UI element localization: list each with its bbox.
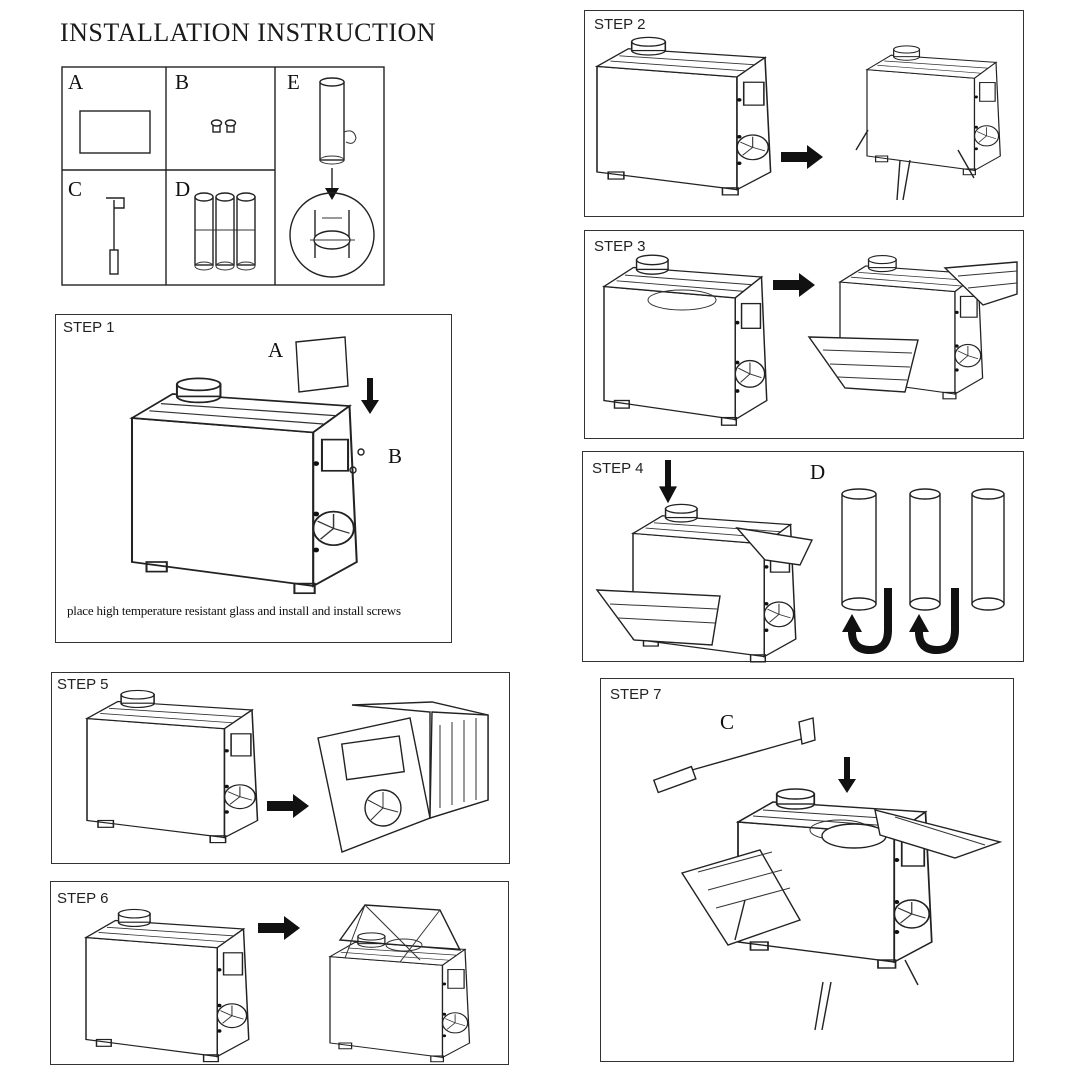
rotate-arrow-icon [909, 588, 959, 655]
step-1-letter-b: B [388, 444, 403, 468]
step-1-glass-panel-icon [295, 336, 349, 393]
step-7-label: STEP 7 [610, 686, 662, 703]
step-1-caption: place high temperature resistant glass a… [67, 603, 401, 618]
part-letter-a: A [68, 70, 84, 94]
step-1-screw-icon [349, 448, 365, 474]
right-arrow-icon [267, 794, 309, 818]
step-3-top-circle-icon [647, 289, 717, 311]
right-arrow-icon [773, 273, 815, 297]
step-5-label: STEP 5 [57, 676, 109, 693]
pipe-sections-icon [194, 192, 256, 271]
step-6-stove-left [85, 908, 250, 1063]
step-7-side-shelves-icon [680, 809, 1003, 946]
step-4-pipe-sections-icon [841, 488, 1005, 611]
part-letter-c: C [68, 177, 83, 201]
step-2-stove-left [596, 36, 772, 196]
lifting-hook-tool-icon [106, 197, 125, 275]
chimney-pipe-with-damper-icon [289, 77, 375, 278]
step-2-label: STEP 2 [594, 16, 646, 33]
step-5-stove-body-icon [351, 701, 489, 819]
step-4-label: STEP 4 [592, 460, 644, 477]
down-arrow-icon [838, 757, 856, 793]
part-letter-e: E [287, 70, 300, 94]
right-arrow-icon [258, 916, 300, 940]
step-3-stove-left [603, 254, 768, 426]
step-1-label: STEP 1 [63, 319, 115, 336]
step-4-side-shelves-icon [595, 527, 814, 646]
step-3-side-shelves-icon [807, 261, 1018, 393]
step-1-letter-a: A [268, 338, 284, 362]
screws-icon [210, 119, 237, 133]
page-title: INSTALLATION INSTRUCTION [60, 18, 437, 47]
step-7-legs-icon [734, 899, 919, 1031]
step-6-label: STEP 6 [57, 890, 109, 907]
part-letter-d: D [175, 177, 191, 201]
step-1-stove-drawing [130, 377, 358, 595]
part-letter-b: B [175, 70, 190, 94]
step-4-letter-d: D [810, 460, 826, 484]
step-5-stove-left [86, 689, 259, 844]
down-arrow-icon [361, 378, 379, 414]
step-2-legs-icon [855, 129, 975, 201]
step-5-door-panel-icon [317, 717, 431, 853]
down-arrow-icon [659, 460, 677, 504]
step-2-stove-right [866, 45, 1001, 176]
right-arrow-icon [781, 145, 823, 169]
step-3-label: STEP 3 [594, 238, 646, 255]
step-6-folded-rack-icon [338, 904, 462, 963]
step-7-hook-tool-icon [652, 717, 816, 794]
step-7-letter-c: C [720, 710, 735, 734]
rotate-arrow-icon [842, 588, 892, 655]
step-6-stove-right [329, 932, 471, 1063]
glass-panel-icon [79, 110, 151, 154]
